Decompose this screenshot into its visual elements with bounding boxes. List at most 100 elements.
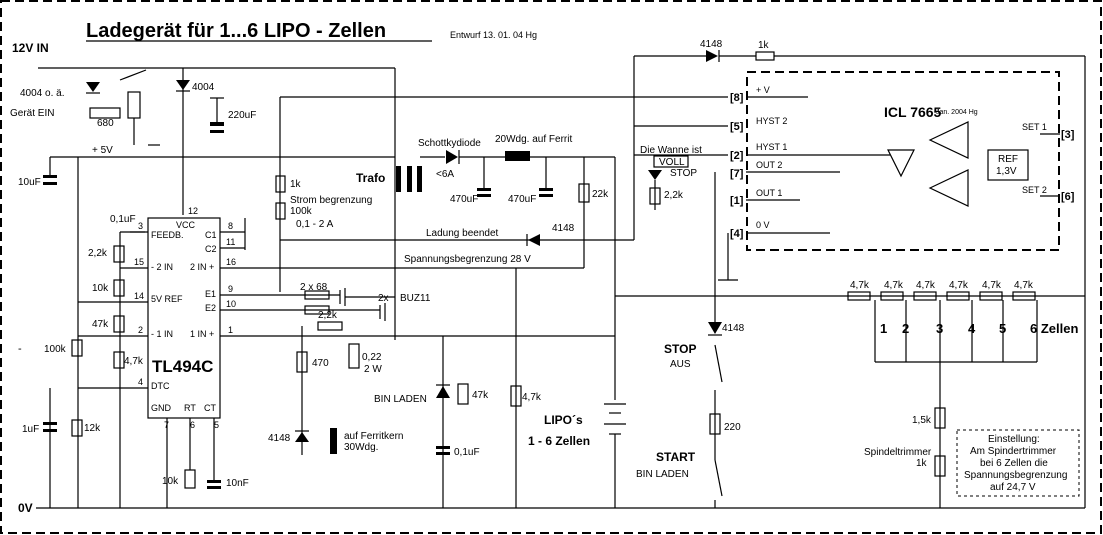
svg-text:[2]: [2] bbox=[730, 150, 744, 162]
svg-text:2 x 68: 2 x 68 bbox=[300, 282, 328, 293]
r100k-label: 100k bbox=[290, 206, 313, 217]
svg-text:[6]: [6] bbox=[1061, 191, 1075, 203]
svg-text:+ V: + V bbox=[756, 85, 770, 95]
svg-text:4,7k: 4,7k bbox=[949, 280, 969, 291]
svg-text:1: 1 bbox=[228, 325, 233, 335]
svg-text:3: 3 bbox=[936, 321, 943, 336]
svg-text:15: 15 bbox=[134, 257, 144, 267]
svg-text:1,5k: 1,5k bbox=[912, 415, 932, 426]
svg-text:1uF: 1uF bbox=[22, 424, 39, 435]
svg-text:[7]: [7] bbox=[730, 168, 744, 180]
svg-text:Jan. 2004 Hg: Jan. 2004 Hg bbox=[936, 109, 978, 116]
svg-text:470uF: 470uF bbox=[450, 194, 478, 205]
svg-text:C1: C1 bbox=[205, 230, 217, 240]
svg-text:2,2k: 2,2k bbox=[318, 310, 338, 321]
svg-text:[1]: [1] bbox=[730, 195, 744, 207]
svg-text:47k: 47k bbox=[92, 319, 109, 330]
svg-text:30Wdg.: 30Wdg. bbox=[344, 442, 378, 453]
schematic-title: Ladegerät für 1...6 LIPO - Zellen bbox=[86, 20, 386, 42]
svg-text:2: 2 bbox=[902, 321, 909, 336]
tl494-name: TL494C bbox=[152, 357, 213, 376]
rail-5v-label: + 5V bbox=[92, 145, 113, 156]
svg-text:10nF: 10nF bbox=[226, 478, 249, 489]
svg-text:Einstellung:: Einstellung: bbox=[988, 434, 1040, 445]
svg-text:470: 470 bbox=[312, 358, 329, 369]
svg-text:470uF: 470uF bbox=[508, 194, 536, 205]
svg-text:AUS: AUS bbox=[670, 359, 691, 370]
svg-text:Spannungsbegrenzung 28 V: Spannungsbegrenzung 28 V bbox=[404, 254, 531, 265]
ground-label: 0V bbox=[18, 501, 33, 515]
svg-text:22k: 22k bbox=[592, 189, 609, 200]
svg-text:14: 14 bbox=[134, 291, 144, 301]
svg-text:BIN LADEN: BIN LADEN bbox=[636, 469, 689, 480]
svg-text:HYST 2: HYST 2 bbox=[756, 116, 787, 126]
r1k-label: 1k bbox=[290, 179, 302, 190]
svg-text:SET 2: SET 2 bbox=[1022, 185, 1047, 195]
svg-text:Spindeltrimmer: Spindeltrimmer bbox=[864, 447, 932, 458]
svg-text:4,7k: 4,7k bbox=[522, 392, 542, 403]
svg-text:4148: 4148 bbox=[722, 323, 745, 334]
svg-text:4148: 4148 bbox=[268, 433, 291, 444]
svg-text:11: 11 bbox=[226, 237, 235, 247]
svg-text:Spannungsbegrenzung: Spannungsbegrenzung bbox=[964, 470, 1067, 481]
svg-text:4,7k: 4,7k bbox=[884, 280, 904, 291]
svg-text:BUZ11: BUZ11 bbox=[400, 293, 431, 304]
svg-text:20Wdg. auf Ferrit: 20Wdg. auf Ferrit bbox=[495, 134, 572, 145]
r680-label: 680 bbox=[97, 118, 114, 129]
svg-text:1 IN +: 1 IN + bbox=[190, 329, 214, 339]
svg-text:<6A: <6A bbox=[436, 169, 454, 180]
svg-text:4,7k: 4,7k bbox=[850, 280, 870, 291]
svg-text:DTC: DTC bbox=[151, 381, 170, 391]
draft-note: Entwurf 13. 01. 04 Hg bbox=[450, 30, 537, 40]
svg-text:VOLL: VOLL bbox=[659, 157, 685, 168]
lipo-label: LIPO´s bbox=[544, 413, 583, 427]
icl7665-chip bbox=[746, 71, 1060, 251]
svg-text:9: 9 bbox=[228, 284, 233, 294]
svg-text:5V REF: 5V REF bbox=[151, 294, 183, 304]
svg-text:[3]: [3] bbox=[1061, 129, 1075, 141]
svg-text:FEEDB.: FEEDB. bbox=[151, 230, 184, 240]
start-label: START bbox=[656, 450, 696, 464]
svg-text:47k: 47k bbox=[472, 390, 489, 401]
svg-text:2 IN +: 2 IN + bbox=[190, 262, 214, 272]
svg-text:1: 1 bbox=[880, 321, 887, 336]
svg-text:2: 2 bbox=[138, 325, 143, 335]
svg-text:10k: 10k bbox=[92, 283, 109, 294]
svg-text:100k: 100k bbox=[44, 344, 67, 355]
svg-text:VCC: VCC bbox=[176, 220, 196, 230]
svg-text:Am Spindertrimmer: Am Spindertrimmer bbox=[970, 446, 1057, 457]
svg-text:220: 220 bbox=[724, 422, 741, 433]
icl7665-name: ICL 7665 bbox=[884, 104, 942, 120]
svg-text:2x: 2x bbox=[378, 293, 389, 304]
svg-text:OUT 2: OUT 2 bbox=[756, 160, 782, 170]
svg-text:1,3V: 1,3V bbox=[996, 166, 1017, 177]
svg-text:CT: CT bbox=[204, 403, 216, 413]
svg-text:HYST 1: HYST 1 bbox=[756, 142, 787, 152]
svg-text:4,7k: 4,7k bbox=[916, 280, 936, 291]
strom-label: Strom begrenzung bbox=[290, 195, 372, 206]
svg-text:16: 16 bbox=[226, 257, 236, 267]
svg-text:RT: RT bbox=[184, 403, 196, 413]
svg-text:3: 3 bbox=[138, 221, 143, 231]
svg-text:4: 4 bbox=[138, 377, 143, 387]
svg-text:2 W: 2 W bbox=[364, 364, 382, 375]
svg-text:4,7k: 4,7k bbox=[124, 356, 144, 367]
diode-4004b-label: 4004 bbox=[192, 82, 215, 93]
minus-label: - bbox=[18, 343, 22, 355]
svg-text:6: 6 bbox=[190, 420, 195, 430]
svg-text:4148: 4148 bbox=[552, 223, 575, 234]
svg-text:auf Ferritkern: auf Ferritkern bbox=[344, 431, 403, 442]
range-label: 0,1 - 2 A bbox=[296, 219, 334, 230]
svg-text:4,7k: 4,7k bbox=[1014, 280, 1034, 291]
svg-text:STOP: STOP bbox=[670, 168, 697, 179]
svg-text:- 2 IN: - 2 IN bbox=[151, 262, 173, 272]
svg-text:GND: GND bbox=[151, 403, 172, 413]
svg-text:SET 1: SET 1 bbox=[1022, 122, 1047, 132]
svg-text:0,1uF: 0,1uF bbox=[454, 447, 480, 458]
svg-text:0 V: 0 V bbox=[756, 220, 770, 230]
svg-text:C2: C2 bbox=[205, 244, 217, 254]
tl494-chip bbox=[147, 217, 221, 419]
svg-text:12k: 12k bbox=[84, 423, 101, 434]
